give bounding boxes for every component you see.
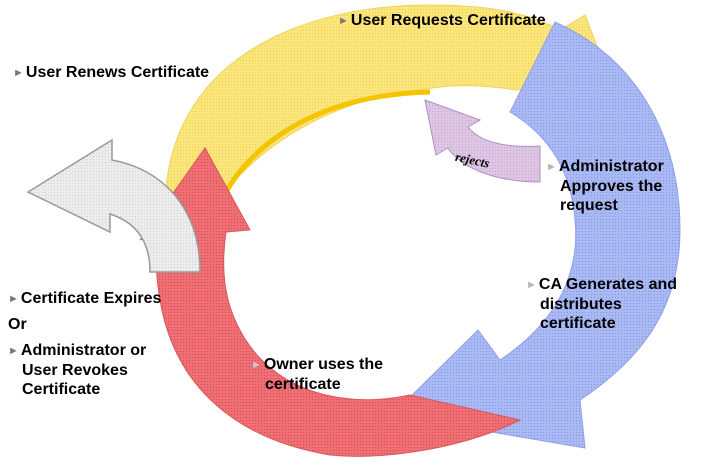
triangle-right-icon: ► [251, 359, 262, 371]
triangle-right-icon: ► [13, 67, 24, 79]
triangle-right-icon: ► [338, 15, 349, 27]
triangle-right-icon: ► [8, 345, 19, 357]
use-expire-arc [139, 147, 522, 457]
step-admin-approves: ►Administrator Approves the request [546, 158, 664, 214]
step-revokes: ►Administrator or User Revokes Certifica… [8, 342, 147, 398]
approve-distribute-arc [390, 21, 681, 449]
triangle-right-icon: ► [526, 279, 537, 291]
step-user-requests: ►User Requests Certificate [338, 12, 546, 29]
or-label: Or [8, 316, 27, 333]
step-user-renews: ►User Renews Certificate [13, 64, 210, 81]
rejects-label: rejects [454, 149, 491, 171]
rejects-arrow: rejects [424, 99, 541, 183]
triangle-right-icon: ► [8, 293, 19, 305]
step-owner-uses: ►Owner uses the certificate [251, 356, 384, 393]
step-ca-generates: ►CA Generates and distributes certificat… [526, 276, 678, 332]
expire-arrow [26, 138, 201, 273]
triangle-right-icon: ► [546, 161, 557, 173]
step-certificate-expires: ►Certificate Expires [8, 290, 162, 307]
